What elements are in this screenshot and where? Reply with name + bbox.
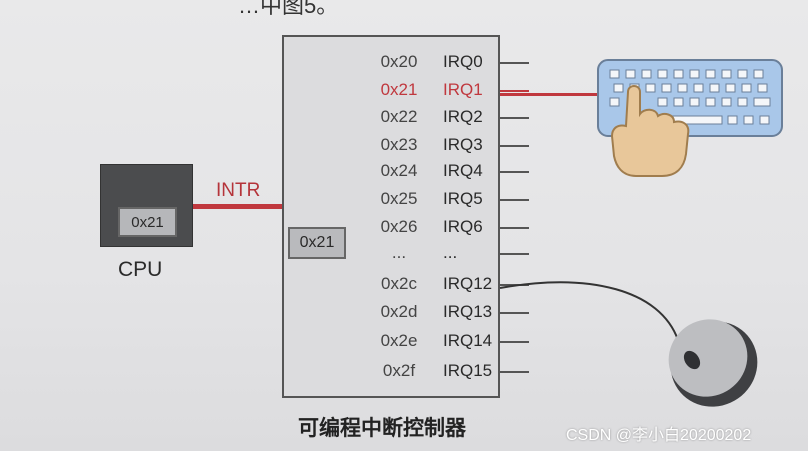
intr-label: INTR: [216, 180, 261, 201]
irq-label: IRQ4: [443, 161, 483, 180]
irq-label: IRQ15: [443, 361, 493, 380]
irq-pin-line: [500, 341, 529, 343]
controller-caption: 可编程中断控制器: [298, 417, 466, 440]
vector-label: 0x26: [380, 217, 418, 236]
intr-line: [193, 204, 282, 209]
irq-pin-line: [500, 371, 529, 373]
irq-label: IRQ1: [443, 80, 483, 99]
irq-pin-line: [500, 171, 529, 173]
vector-label: ...: [391, 243, 407, 262]
vector-label: 0x2d: [380, 302, 418, 321]
irq-label: IRQ2: [443, 107, 483, 126]
irq-label: IRQ6: [443, 217, 483, 236]
irq-pin-line: [500, 117, 529, 119]
irq-label: IRQ13: [443, 302, 493, 321]
irq-pin-line: [500, 227, 529, 229]
mouse-icon: [499, 281, 758, 407]
cpu-label: CPU: [118, 258, 163, 281]
irq-pin-line: [500, 62, 529, 64]
watermark-text: CSDN @李小白20200202: [566, 427, 752, 444]
vector-label: 0x23: [380, 135, 418, 154]
irq-label: IRQ3: [443, 135, 483, 154]
cpu-register: 0x21: [118, 207, 177, 237]
irq-pin-line: [500, 145, 529, 147]
controller-register: 0x21: [288, 227, 346, 259]
irq-label: ...: [443, 243, 458, 262]
vector-label: 0x24: [380, 161, 418, 180]
vector-label: 0x22: [380, 107, 418, 126]
irq-pin-line: [500, 199, 529, 201]
irq-pin-line: [500, 312, 529, 314]
irq-label: IRQ12: [443, 274, 493, 293]
irq-pin-line: [500, 90, 529, 92]
vector-label: 0x21: [380, 80, 418, 99]
irq-pin-line: [500, 253, 529, 255]
vector-label: 0x2c: [381, 274, 417, 293]
vector-label: 0x2e: [380, 331, 418, 350]
vector-label: 0x25: [380, 189, 418, 208]
irq-label: IRQ14: [443, 331, 493, 350]
text-fragment: …中图5。: [238, 0, 339, 18]
vector-label: 0x20: [380, 52, 418, 71]
irq-label: IRQ5: [443, 189, 483, 208]
vector-label: 0x2f: [382, 361, 416, 380]
interrupt-controller-box: [282, 35, 500, 398]
keyboard-with-hand-icon: [597, 59, 783, 177]
irq1-wire: [500, 93, 606, 96]
irq-label: IRQ0: [443, 52, 483, 71]
